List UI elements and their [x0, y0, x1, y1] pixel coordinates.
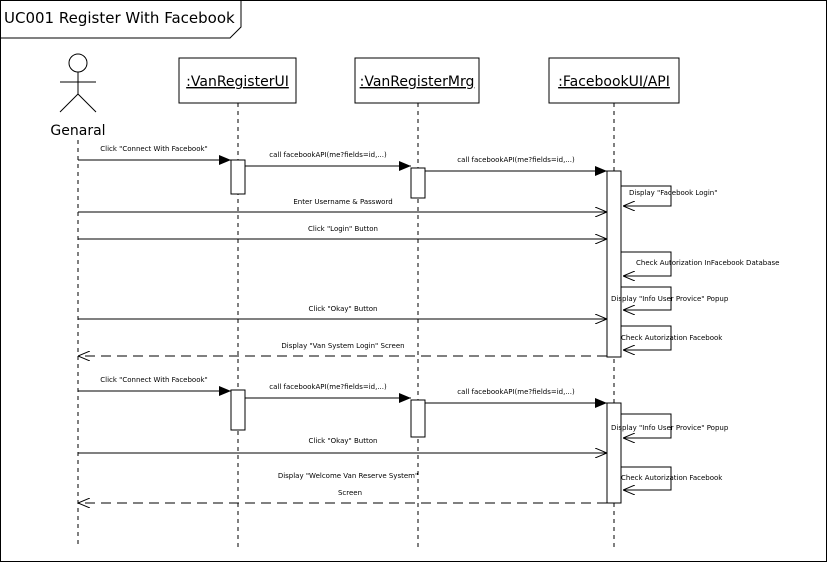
message-label: Check Autorization Facebook	[621, 334, 723, 342]
lifeline-head-facebookui	[548, 57, 680, 104]
message-label: Display "Van System Login" Screen	[281, 342, 404, 350]
message-label: Check Autorization Facebook	[621, 474, 723, 482]
activation-fb-2	[606, 402, 622, 504]
activation-ui-2	[230, 389, 246, 431]
lifeline-head-vanregisterui	[178, 57, 297, 104]
self-message-arrow	[621, 251, 672, 276]
message-label: call facebookAPI(me?fields=id,...)	[269, 151, 387, 159]
message-label: Enter Username & Password	[293, 198, 392, 206]
self-message-arrow	[621, 325, 672, 350]
message-label: Display "Info User Provice" Popup	[611, 424, 729, 432]
message-label: Click "Okay" Button	[309, 437, 378, 445]
message-label: Display "Info User Provice" Popup	[611, 295, 729, 303]
message-label: Click "Connect With Facebook"	[100, 145, 208, 153]
frame-title-tab	[0, 0, 242, 39]
message-label: call facebookAPI(me?fields=id,...)	[457, 388, 575, 396]
message-label: call facebookAPI(me?fields=id,...)	[269, 383, 387, 391]
activation-mrg-2	[410, 399, 426, 438]
self-message-arrow	[621, 286, 672, 310]
message-label: Display "Welcome Van Reserve System"	[278, 472, 418, 480]
activation-fb-1	[606, 170, 622, 358]
message-label: Screen	[338, 489, 362, 497]
message-label: call facebookAPI(me?fields=id,...)	[457, 156, 575, 164]
message-label: Click "Okay" Button	[309, 305, 378, 313]
activation-ui-1	[230, 159, 246, 195]
self-message-arrow	[621, 466, 672, 490]
self-message-arrow	[621, 413, 672, 438]
actor-figure	[59, 53, 97, 113]
message-label: Click "Connect With Facebook"	[100, 376, 208, 384]
lifeline-name-facebookui: :FacebookUI/API	[558, 74, 670, 90]
lifeline-name-vanregistermrg: :VanRegisterMrg	[360, 74, 475, 90]
self-message-arrow	[621, 185, 672, 206]
message-label: Display "Facebook Login"	[629, 189, 717, 197]
message-label: Check Autorization InFacebook Database	[636, 259, 779, 267]
activation-mrg-1	[410, 167, 426, 199]
message-label: Click "Login" Button	[308, 225, 378, 233]
lifeline-name-vanregisterui: :VanRegisterUI	[186, 74, 289, 90]
lifeline-head-vanregistermrg	[354, 57, 480, 104]
actor-name: Genaral	[50, 123, 105, 139]
frame-title: UC001 Register With Facebook	[4, 9, 235, 27]
